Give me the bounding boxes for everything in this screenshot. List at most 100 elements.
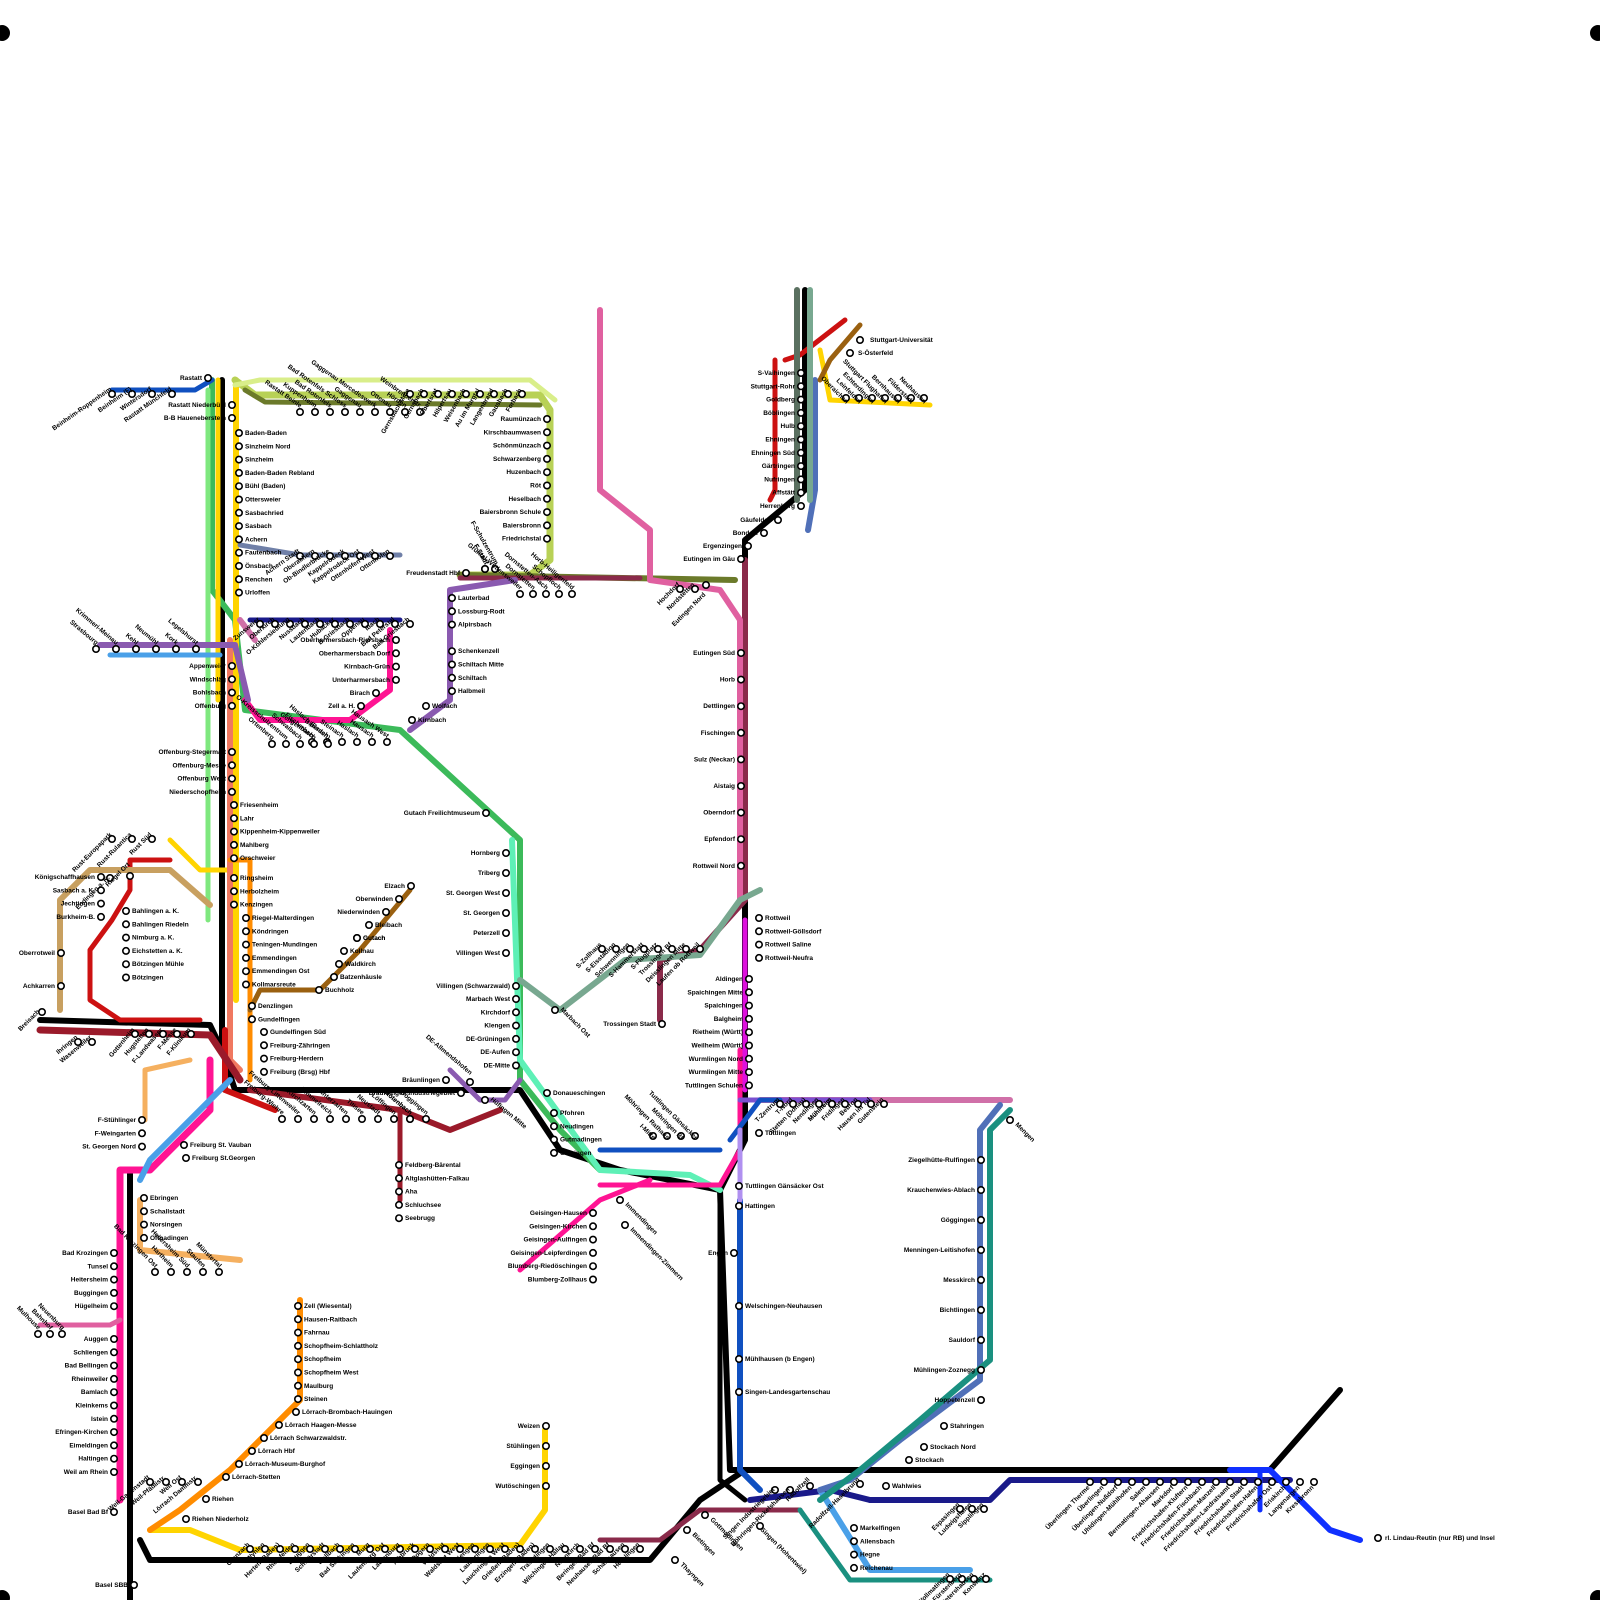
station-dot [139,1143,145,1149]
station-label: Oberharmersbach Dorf [319,650,391,657]
station-dot [111,1263,117,1269]
station-label: Oberndorf [703,810,736,817]
station-label: Bahlingen a. K. [132,908,179,915]
station-label: Bietingen [691,1531,717,1557]
station-label: Singen (Hohentwiel) [759,1526,808,1575]
station-dot [111,1290,117,1296]
station-dot [1199,1479,1205,1485]
station-label: Kippenheim-Kippenweiler [240,829,320,836]
station-dot [231,875,237,881]
station-label: Hulb [781,423,795,430]
station-label: Wolfach [432,703,457,710]
station-label: F-Weingarten [95,1130,136,1137]
station-dot [236,470,242,476]
station-dot [530,591,536,597]
station-dot [702,1512,708,1518]
station-dot [622,1222,628,1228]
station-label: Ringsheim [240,875,273,882]
station-label: Offenburg [195,703,226,710]
station-dot [544,536,550,542]
station-dot [423,1116,429,1122]
station-dot [47,1331,53,1337]
station-dot [327,1116,333,1122]
station-label: Singen-Landesgartenschau [745,1389,830,1396]
station-label: Baiersbronn Schule [480,509,542,516]
station-dot [978,1277,984,1283]
station-label: Basel Bad Bf [68,1509,109,1516]
station-dot [339,739,345,745]
station-label: Schiltach Mitte [458,662,504,669]
station-dot [761,530,767,536]
station-dot [544,429,550,435]
station-dot [590,1223,596,1229]
station-label: Offenburg-Stegermatt [158,749,226,756]
station-dot [1283,1479,1289,1485]
station-dot [482,566,488,572]
station-dot [236,510,242,516]
station-label: Hattingen [745,1203,775,1210]
station-label: Schopfheim-Schlattholz [304,1343,379,1350]
station-label: Gundelfingen Süd [270,1029,326,1036]
station-dot [357,409,363,415]
station-dot [513,1022,519,1028]
station-label: Rottweil Nord [693,863,735,870]
station-label: Ehningen [765,437,795,444]
station-dot [325,741,331,747]
station-dot [261,1069,267,1075]
station-label: Menningen-Leitishofen [904,1247,975,1254]
station-dot [243,915,249,921]
station-label: Gärtringen [762,463,795,470]
station-dot [1087,1479,1093,1485]
station-dot [229,663,235,669]
station-dot [756,1130,762,1136]
station-dot [746,989,752,995]
station-dot [1297,1479,1303,1485]
station-label: Emmendingen Ost [252,968,310,975]
station-label: Baden-Baden [245,430,287,437]
station-label: Bräunlingen [402,1077,440,1084]
station-label: Gutmadingen [560,1137,602,1144]
station-label: Schwarzenberg [493,456,541,463]
station-label: Hoppetenzell [935,1397,976,1404]
station-dot [295,1303,301,1309]
station-label: Achkarren [23,983,55,990]
station-label: Donaueschingen [553,1090,605,1097]
station-dot [409,717,415,723]
station-dot [407,1116,413,1122]
station-label: Welschingen-Neuhausen [745,1303,822,1310]
station-dot [396,1215,402,1221]
station-dot [590,1276,596,1282]
station-dot [393,677,399,683]
station-label: Fischingen [701,730,735,737]
station-label: Lörrach Haagen-Messe [285,1422,357,1429]
station-label: Eutingen im Gäu [683,556,735,563]
station-dot [279,1116,285,1122]
station-dot [243,955,249,961]
station-dot [798,490,804,496]
station-label: Villingen (Schwarzwald) [436,983,510,990]
station-dot [216,1269,222,1275]
station-dot [269,741,275,747]
station-dot [249,1003,255,1009]
station-label: Stuttgart-Rohr [751,383,796,390]
route-line-yellow-11 [170,840,236,870]
station-label: Wutöschingen [495,1483,540,1490]
station-dot [659,1021,665,1027]
station-dot [261,1042,267,1048]
station-dot [590,1263,596,1269]
station-label: Kollmarsreute [252,982,296,989]
station-dot [552,1007,558,1013]
station-label: Friedrichstal [502,536,541,543]
station-label: Villingen West [456,950,501,957]
station-dot [342,409,348,415]
station-dot [736,1389,742,1395]
station-label: Zell a. H. [328,703,355,710]
station-dot [458,1090,464,1096]
station-label: Buggingen [74,1290,108,1297]
station-label: Urloffen [245,590,270,597]
station-label: Rottweil-Neufra [765,955,813,962]
station-label: Freiburg-Herdern [270,1056,323,1063]
station-label: Altglashütten-Falkau [405,1175,469,1182]
station-dot [311,741,317,747]
station-dot [236,456,242,462]
